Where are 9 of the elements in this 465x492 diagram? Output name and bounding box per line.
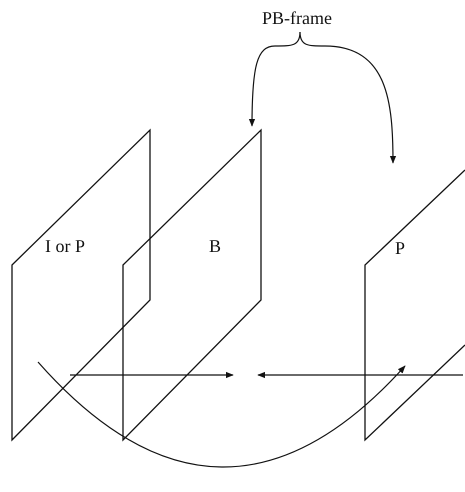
group-label: PB-frame: [262, 8, 332, 29]
brace-arrow: [248, 32, 301, 127]
arrow: [257, 372, 463, 378]
arrow: [70, 372, 234, 378]
brace-arrow: [299, 32, 396, 164]
arrow: [38, 362, 406, 468]
frame-type-label: I or P: [45, 236, 85, 256]
frame-type-label: B: [209, 236, 222, 256]
frame-type-label: P: [395, 238, 406, 258]
